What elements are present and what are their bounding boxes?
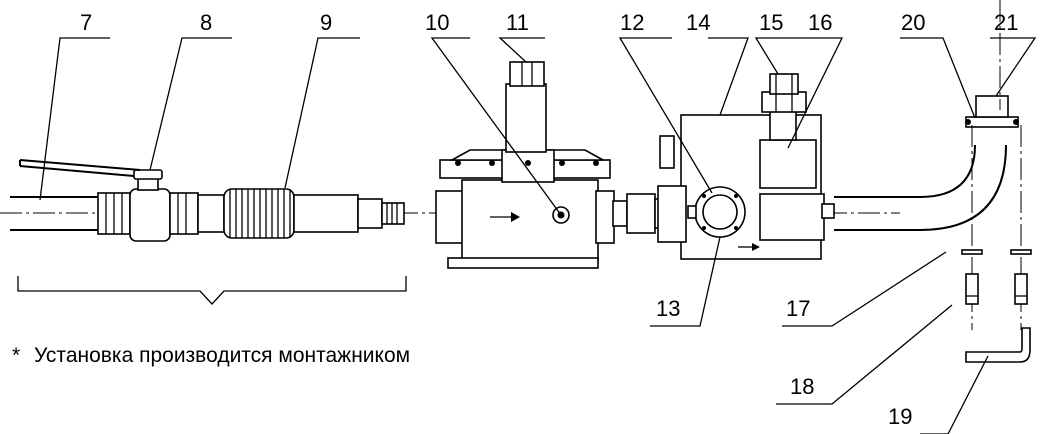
callout-17: 17 [786,296,810,321]
callout-15: 15 [759,10,783,35]
ball-valve [19,159,199,242]
callout-11: 11 [506,10,529,35]
callout-20: 20 [901,10,925,35]
pressure-regulator [435,61,615,269]
installer-note: Установка производится монтажником [34,344,410,367]
callout-12: 12 [620,10,644,35]
callout-9: 9 [320,10,332,35]
flexible-hose [197,188,405,239]
gas-meter [657,73,835,260]
callout-8: 8 [200,10,212,35]
mounting-hardware [961,0,1032,363]
note-asterisk: * [12,344,20,367]
callout-16: 16 [808,10,832,35]
callout-13: 13 [656,296,680,321]
installer-scope-bracket [17,276,407,305]
leader-lines [39,37,1037,434]
callout-14: 14 [686,10,710,35]
pipe-section [10,196,98,231]
callout-19: 19 [888,404,912,429]
elbow-riser [834,95,1019,231]
callout-7: 7 [80,10,92,35]
callout-10: 10 [425,10,449,35]
callout-18: 18 [790,374,814,399]
callout-21: 21 [994,10,1018,35]
